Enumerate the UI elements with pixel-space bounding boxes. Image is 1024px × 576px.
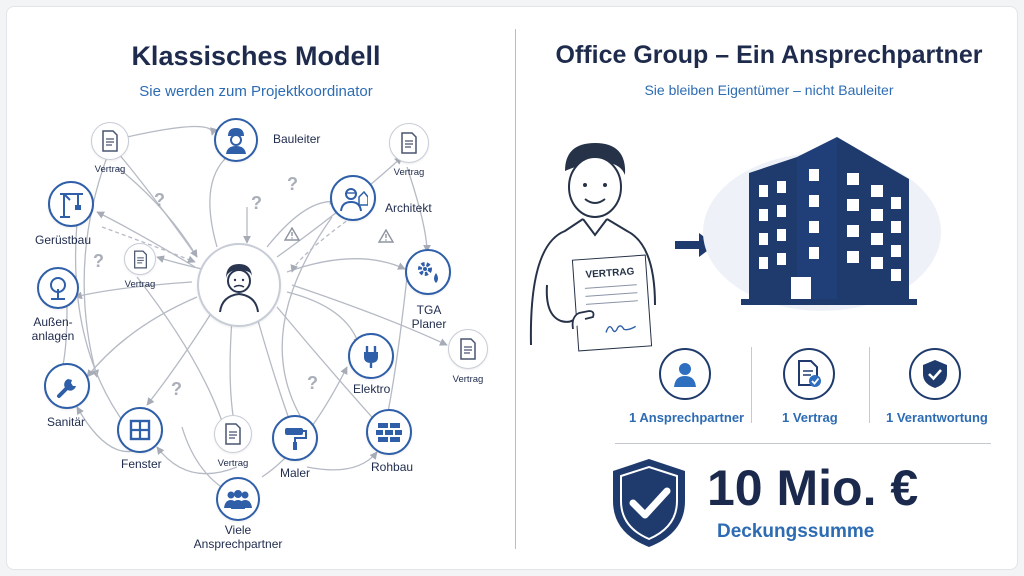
vertrag-top-right-node	[389, 123, 429, 163]
stat-separator	[751, 347, 752, 423]
viele-ansprechpartner-label-line1: Viele	[224, 523, 252, 537]
construction-worker-icon	[226, 128, 246, 154]
hand-icon	[571, 310, 595, 330]
vertrag-right-label: Vertrag	[452, 374, 484, 385]
stat-separator	[869, 347, 870, 423]
warning-icon	[378, 229, 394, 243]
contract-document: VERTRAG	[571, 254, 653, 352]
stat-person-circle	[659, 348, 711, 400]
geruestbau-label: Gerüstbau	[35, 233, 92, 247]
architekt-node	[330, 175, 376, 221]
aussenanlagen-node	[37, 267, 79, 309]
stat-label-verantwortung: 1 Verantwortung	[886, 410, 988, 425]
vertrag-bottom-node	[214, 415, 252, 453]
viele-ansprechpartner-label: Viele Ansprechpartner	[183, 523, 293, 551]
sanitaer-node	[44, 363, 90, 409]
architect-icon	[340, 188, 368, 212]
coverage-label: Deckungssumme	[717, 521, 875, 542]
vertrag-right-node	[448, 329, 488, 369]
worried-person-icon	[219, 264, 259, 313]
elektro-label: Elektro	[353, 382, 391, 396]
rohbau-label: Rohbau	[371, 460, 414, 474]
fenster-label: Fenster	[121, 457, 162, 471]
right-subtitle: Sie bleiben Eigentümer – nicht Bauleiter	[644, 82, 894, 98]
vertrag-bottom-label: Vertrag	[217, 458, 249, 469]
viele-ansprechpartner-node	[216, 477, 260, 521]
paint-roller-icon	[285, 428, 307, 450]
question-mark: ?	[171, 379, 182, 399]
shield-check-icon	[923, 360, 947, 388]
vertrag-top-right-label: Vertrag	[393, 167, 425, 178]
vertrag-top-left-label: Vertrag	[94, 164, 126, 175]
left-subtitle: Sie werden zum Projektkoordinator	[139, 83, 373, 100]
contract-document-title: VERTRAG	[585, 266, 635, 281]
center-person-node	[197, 243, 281, 327]
aussenanlagen-label-line1: Außen-	[33, 315, 73, 329]
gear-drop-icon	[418, 262, 438, 283]
maler-node	[272, 415, 318, 461]
architekt-label: Architekt	[385, 201, 432, 215]
document-icon	[401, 132, 417, 154]
tga-planer-label: TGA Planer	[407, 303, 451, 331]
sanitaer-label: Sanitär	[47, 415, 86, 429]
question-mark: ?	[93, 251, 104, 271]
office-building-icon	[741, 137, 917, 305]
tga-planer-label-line2: Planer	[411, 317, 447, 331]
vertrag-mid-node	[124, 243, 156, 275]
stat-shield-circle	[909, 348, 961, 400]
signature-icon	[605, 325, 637, 333]
plug-icon	[364, 346, 378, 368]
question-mark: ?	[154, 190, 165, 210]
rohbau-node	[366, 409, 412, 455]
aussenanlagen-label: Außen- anlagen	[25, 315, 81, 343]
contract-check-icon	[798, 360, 821, 387]
tree-icon	[50, 277, 66, 300]
panel-divider	[515, 29, 516, 549]
tga-planer-node	[405, 249, 451, 295]
question-mark: ?	[307, 373, 318, 393]
left-title: Klassisches Modell	[131, 41, 381, 71]
bauleiter-node	[214, 118, 258, 162]
bricks-icon	[376, 423, 402, 442]
maler-label: Maler	[280, 466, 311, 480]
crane-icon	[60, 193, 83, 218]
question-mark: ?	[251, 193, 262, 213]
bauleiter-label: Bauleiter	[273, 132, 321, 146]
stat-label-vertrag: 1 Vertrag	[782, 410, 838, 425]
document-icon	[460, 338, 476, 360]
vertrag-top-left-node	[91, 122, 129, 160]
infographic-frame: Klassisches Modell Sie werden zum Projek…	[6, 6, 1018, 570]
coverage-amount: 10 Mio. €	[707, 460, 919, 516]
fenster-node	[117, 407, 163, 453]
right-title: Office Group – Ein Ansprechpartner	[555, 41, 983, 69]
group-icon	[224, 490, 252, 509]
document-icon	[133, 250, 147, 268]
section-separator	[615, 443, 991, 444]
window-icon	[129, 419, 151, 441]
viele-ansprechpartner-label-line2: Ansprechpartner	[193, 537, 283, 551]
geruestbau-node	[48, 181, 94, 227]
tga-planer-label-line1: TGA	[416, 303, 442, 317]
owner-with-contract-illustration	[529, 143, 656, 346]
stat-label-ansprechpartner: 1 Ansprechpartner	[629, 410, 745, 425]
question-mark: ?	[287, 174, 298, 194]
vertrag-mid-label: Vertrag	[124, 279, 156, 290]
elektro-node	[348, 333, 394, 379]
coverage-shield-icon	[613, 459, 685, 547]
person-icon	[674, 363, 696, 387]
aussenanlagen-label-line2: anlagen	[31, 329, 75, 343]
stat-contract-circle	[783, 348, 835, 400]
document-icon	[102, 130, 118, 152]
document-icon	[225, 423, 241, 445]
wrench-icon	[57, 379, 76, 398]
warning-icon	[284, 227, 300, 241]
